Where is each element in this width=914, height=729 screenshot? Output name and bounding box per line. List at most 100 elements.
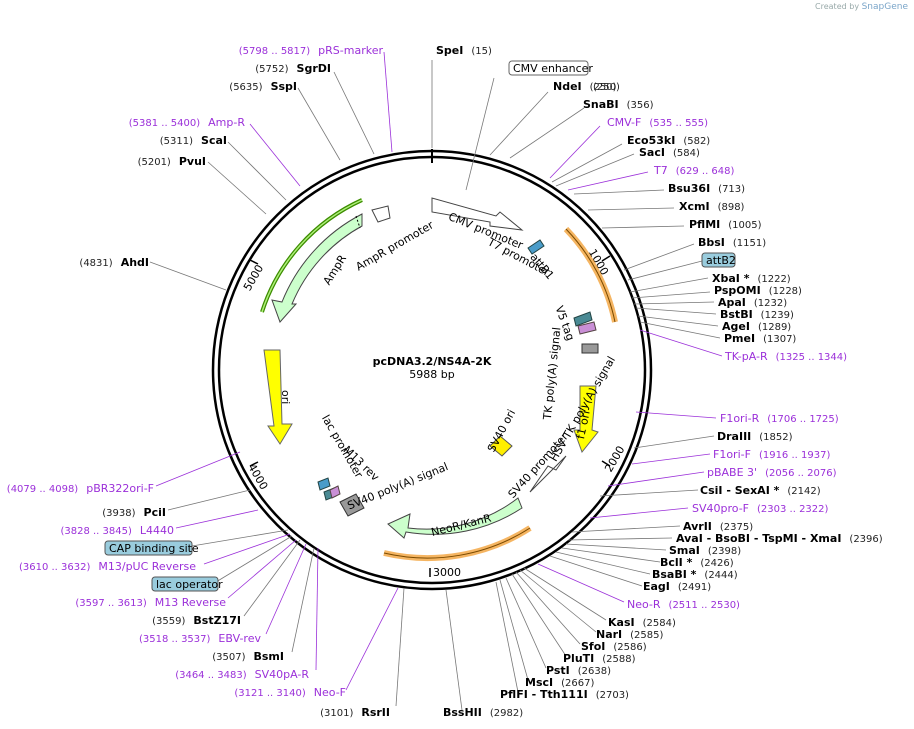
enzyme-rsrii: (3101)RsrII bbox=[320, 706, 390, 719]
sv40-promoter-arrow bbox=[529, 455, 567, 493]
enzyme-scai: (5311)ScaI bbox=[160, 134, 227, 147]
site-position: (2982) bbox=[490, 708, 523, 719]
enzyme-draiii: DraIII(1852) bbox=[717, 430, 793, 443]
connector-pspomi bbox=[631, 291, 711, 299]
enzyme-sgrdi: (5752)SgrDI bbox=[255, 62, 331, 75]
ori-arrow bbox=[263, 349, 293, 445]
enzyme-saci: SacI(584) bbox=[639, 146, 700, 159]
enzyme-psti: PstI(2638) bbox=[546, 664, 611, 677]
site-position: (2511 .. 2530) bbox=[669, 600, 741, 611]
site-position: (250) bbox=[590, 82, 617, 93]
feature-ori: ori bbox=[279, 390, 292, 404]
enzyme-xbai: XbaI *(1222) bbox=[712, 272, 791, 285]
site-position: (3610 .. 3632) bbox=[19, 562, 91, 573]
site-name: PflMI bbox=[689, 218, 720, 231]
credit-prefix: Created by bbox=[815, 2, 860, 11]
site-position: (1239) bbox=[761, 310, 794, 321]
connector-csii bbox=[599, 489, 699, 497]
primer-prs-marker: (5798 .. 5817)pRS-marker bbox=[239, 44, 384, 57]
connector-xcmi bbox=[587, 207, 675, 211]
connector-pbr322ori bbox=[155, 451, 241, 487]
site-name: AvrII bbox=[683, 520, 712, 533]
enzyme-bsabi: BsaBI * (2444) bbox=[652, 568, 738, 581]
site-name: BsmI bbox=[254, 650, 285, 663]
site-position: (5381 .. 5400) bbox=[129, 118, 201, 129]
plasmid-length: 5988 bp bbox=[409, 368, 454, 381]
site-name: PvuI bbox=[179, 155, 206, 168]
primer-neo-r: Neo-R (2511 .. 2530) bbox=[627, 598, 740, 611]
connector-lac-operator bbox=[215, 535, 293, 583]
site-position: (582) bbox=[683, 136, 710, 147]
feature-lac-promoter: lac promoter bbox=[319, 413, 366, 481]
connector-smai bbox=[565, 543, 667, 551]
site-name: F1ori-F bbox=[713, 448, 751, 461]
enzyme-pcii: (3938) PciI bbox=[102, 506, 166, 519]
site-name: BbsI bbox=[698, 236, 725, 249]
connector-eagi bbox=[549, 555, 643, 587]
enzyme-msci: MscI(2667) bbox=[525, 676, 594, 689]
site-name: pBABE 3' bbox=[707, 466, 757, 479]
site-name: TK-pA-R bbox=[724, 350, 768, 363]
tick-5000 bbox=[249, 259, 259, 265]
site-name: SV40pro-F bbox=[692, 502, 749, 515]
site-name: AgeI bbox=[722, 320, 750, 333]
site-name: ApaI bbox=[718, 296, 746, 309]
site-position: (713) bbox=[718, 184, 745, 195]
connector-bsabi bbox=[555, 551, 651, 575]
snapgene-logo: SnapGene bbox=[861, 2, 908, 12]
enzyme-bstz17i: (3559)BstZ17I bbox=[152, 614, 241, 627]
attb2-box bbox=[701, 252, 736, 268]
site-position: (2303 .. 2322) bbox=[757, 504, 829, 515]
site-name: EBV-rev bbox=[218, 632, 261, 645]
connector-xbai bbox=[629, 277, 709, 293]
site-name: AhdI bbox=[121, 256, 149, 269]
site-name: Eco53kI bbox=[627, 134, 675, 147]
site-position: (2444) bbox=[704, 570, 737, 581]
site-position: (2703) bbox=[596, 690, 629, 701]
feature-tk-polya: TK poly(A) signal bbox=[541, 327, 564, 422]
connector-t7 bbox=[567, 171, 649, 191]
site-position: (5201) bbox=[138, 157, 171, 168]
connector-l4440 bbox=[175, 509, 259, 529]
connector-pflfi bbox=[495, 581, 519, 693]
site-position: (1151) bbox=[733, 238, 766, 249]
site-name: AvaI - BsoBI - TspMI - XmaI bbox=[676, 532, 841, 545]
site-name: BstBI bbox=[720, 308, 753, 321]
connector-bbsi bbox=[623, 243, 695, 271]
primer-l4440: (3828 .. 3845)L4440 bbox=[60, 524, 174, 537]
site-name: BsaBI * bbox=[652, 568, 697, 581]
enzyme-kasi: KasI(2584) bbox=[608, 616, 676, 629]
site-position: (2491) bbox=[678, 582, 711, 593]
feature-sv40-promoter: SV40 promoter bbox=[506, 430, 572, 501]
primer-m13-reverse: (3597 .. 3613)M13 Reverse bbox=[75, 596, 226, 609]
ampr-green-arc-core bbox=[261, 199, 363, 313]
site-position: (2585) bbox=[630, 630, 663, 641]
site-position: (1005) bbox=[728, 220, 761, 231]
site-name: DraIII bbox=[717, 430, 751, 443]
connector-cmv-f bbox=[549, 125, 601, 179]
m13-rev-marker bbox=[317, 477, 331, 491]
enzyme-bsu36i: Bsu36I(713) bbox=[668, 182, 745, 195]
site-position: (4079 .. 4098) bbox=[7, 484, 79, 495]
sv40-ori-marker bbox=[489, 435, 513, 457]
connector-psti bbox=[505, 577, 547, 669]
site-name: Neo-R bbox=[627, 598, 661, 611]
site-position: (3938) bbox=[102, 508, 135, 519]
boxed-feature-labels: CMV enhancer (250) attB2 CAP binding sit… bbox=[104, 60, 736, 592]
connector-bsmi bbox=[291, 547, 315, 653]
connector-tk-pa-r bbox=[639, 329, 723, 357]
site-name: PmeI bbox=[724, 332, 755, 345]
cap-binding-site-box bbox=[104, 540, 193, 556]
site-name: XbaI * bbox=[712, 272, 750, 285]
tick-4000 bbox=[249, 461, 259, 467]
label-connectors bbox=[149, 51, 723, 711]
connector-bstz17i bbox=[243, 539, 301, 617]
site-name: SmaI bbox=[669, 544, 700, 557]
connector-neo-f bbox=[345, 587, 399, 691]
site-name: PciI bbox=[144, 506, 166, 519]
site-name: BstZ17I bbox=[193, 614, 241, 627]
connector-sfoi bbox=[515, 571, 581, 645]
site-name: PstI bbox=[546, 664, 570, 677]
site-name: SgrDI bbox=[297, 62, 331, 75]
